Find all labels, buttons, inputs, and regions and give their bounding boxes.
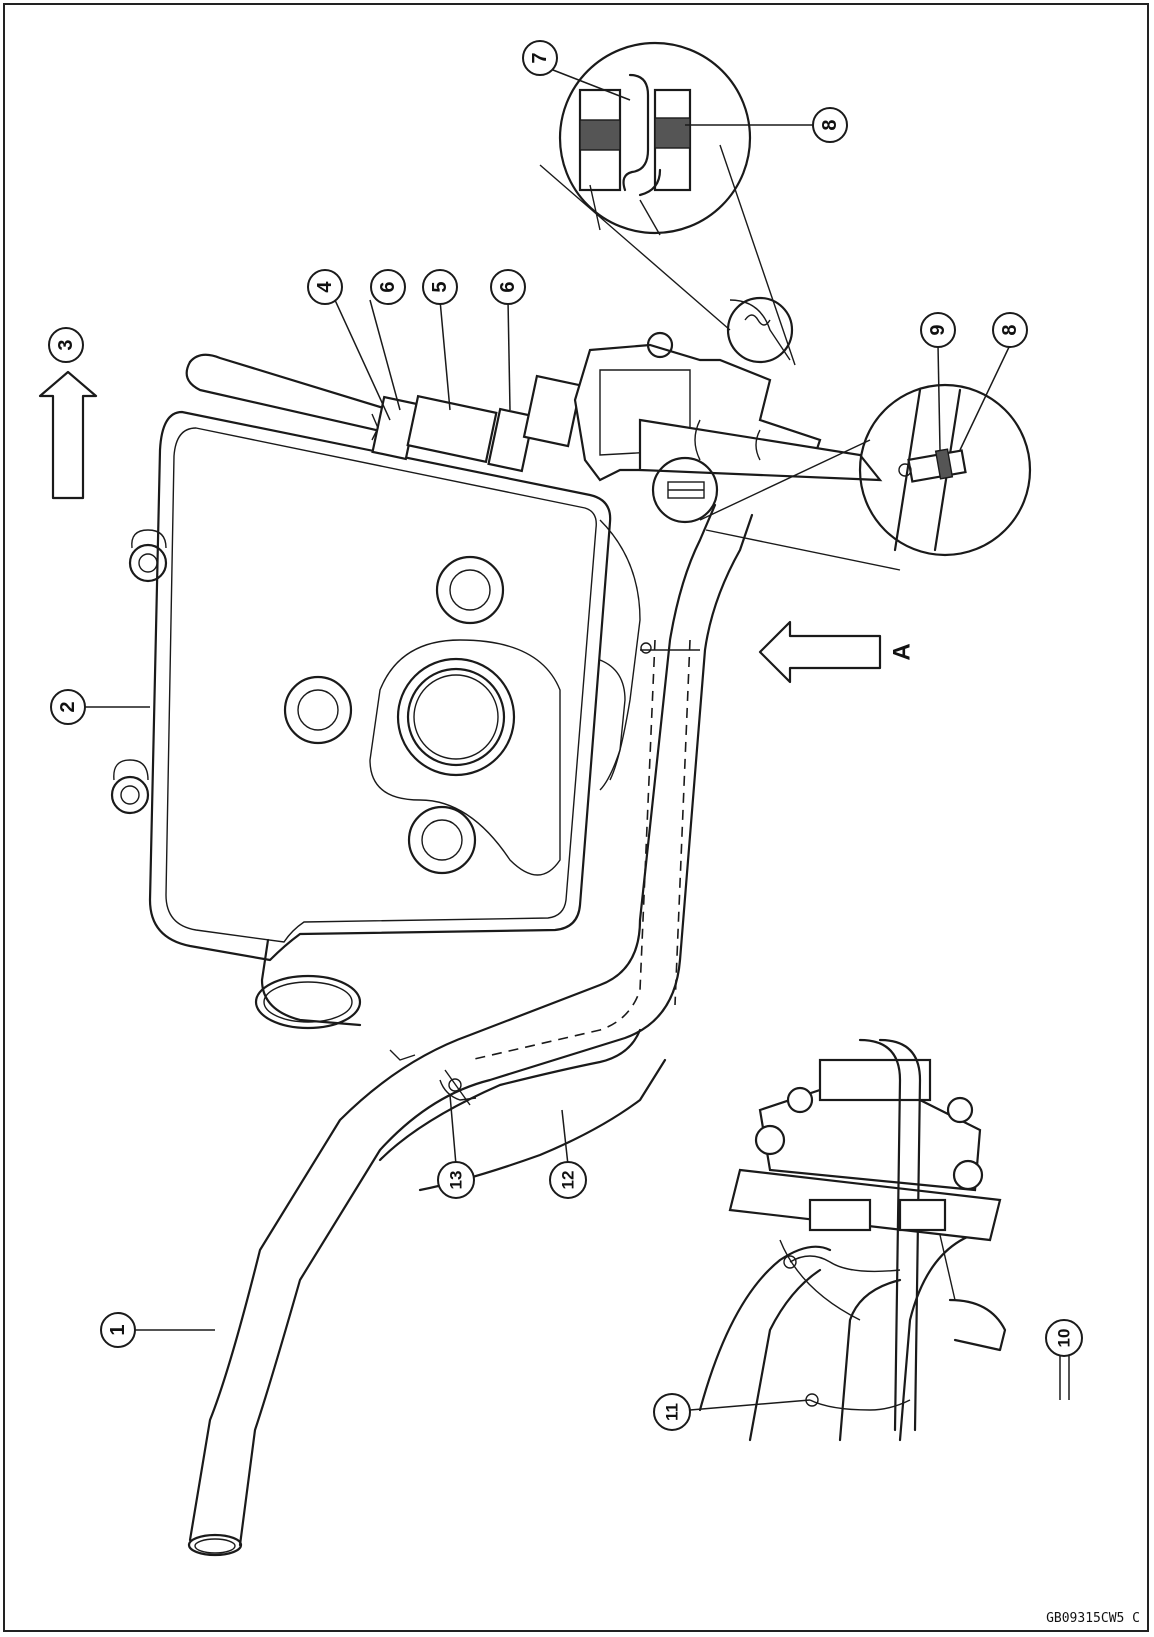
callout-12-label: 12 [559,1171,578,1190]
hose-clamp-13 [439,1069,477,1106]
callout-13-label: 13 [447,1171,466,1190]
front-direction-arrow [38,370,98,500]
view-label-a: A [889,643,916,660]
callout-11-label: 11 [663,1403,682,1421]
callout-1-label: 1 [107,1324,129,1335]
detail-view-clamp-9-8 [699,383,1032,571]
callout-8-top: 8 [812,107,848,143]
callout-8-top-label: 8 [819,119,841,130]
inset-view-frame-mount [698,1038,1007,1442]
air-cleaner-housing [110,410,641,962]
callout-10-label: 10 [1055,1329,1074,1348]
callout-9: 9 [920,312,956,348]
breather-hose-1 [187,503,754,1557]
callout-1: 1 [100,1312,136,1348]
callout-6-upper-label: 6 [377,281,399,292]
callout-5: 5 [422,269,458,305]
figure-code: GB09315CW5 C [1046,1611,1140,1626]
callout-8-right: 8 [992,312,1028,348]
callout-5-label: 5 [429,281,451,292]
valve-hose-assembly [185,353,583,473]
intake-boot [254,938,416,1061]
callout-7-label: 7 [529,52,551,63]
callout-12: 12 [549,1161,587,1199]
callout-6-lower: 6 [490,269,526,305]
detail-circle-small [651,456,719,524]
callout-3: 3 [48,327,84,363]
callout-6-lower-label: 6 [497,281,519,292]
leader-lines [80,69,1070,1411]
callout-9-label: 9 [927,324,949,335]
callout-8-right-label: 8 [999,324,1021,335]
callout-2-label: 2 [57,701,79,712]
hose-12 [378,1028,667,1192]
callout-11: 11 [653,1393,691,1431]
callout-4: 4 [307,269,343,305]
callout-2: 2 [50,689,86,725]
callout-3-label: 3 [55,339,77,350]
valve-body [573,296,883,482]
callout-7: 7 [522,40,558,76]
callout-6-upper: 6 [370,269,406,305]
callout-4-label: 4 [314,281,336,293]
view-arrow-a [758,620,882,684]
callout-10: 10 [1045,1319,1083,1357]
callout-13: 13 [437,1161,475,1199]
detail-view-clip-7-8 [539,41,796,366]
